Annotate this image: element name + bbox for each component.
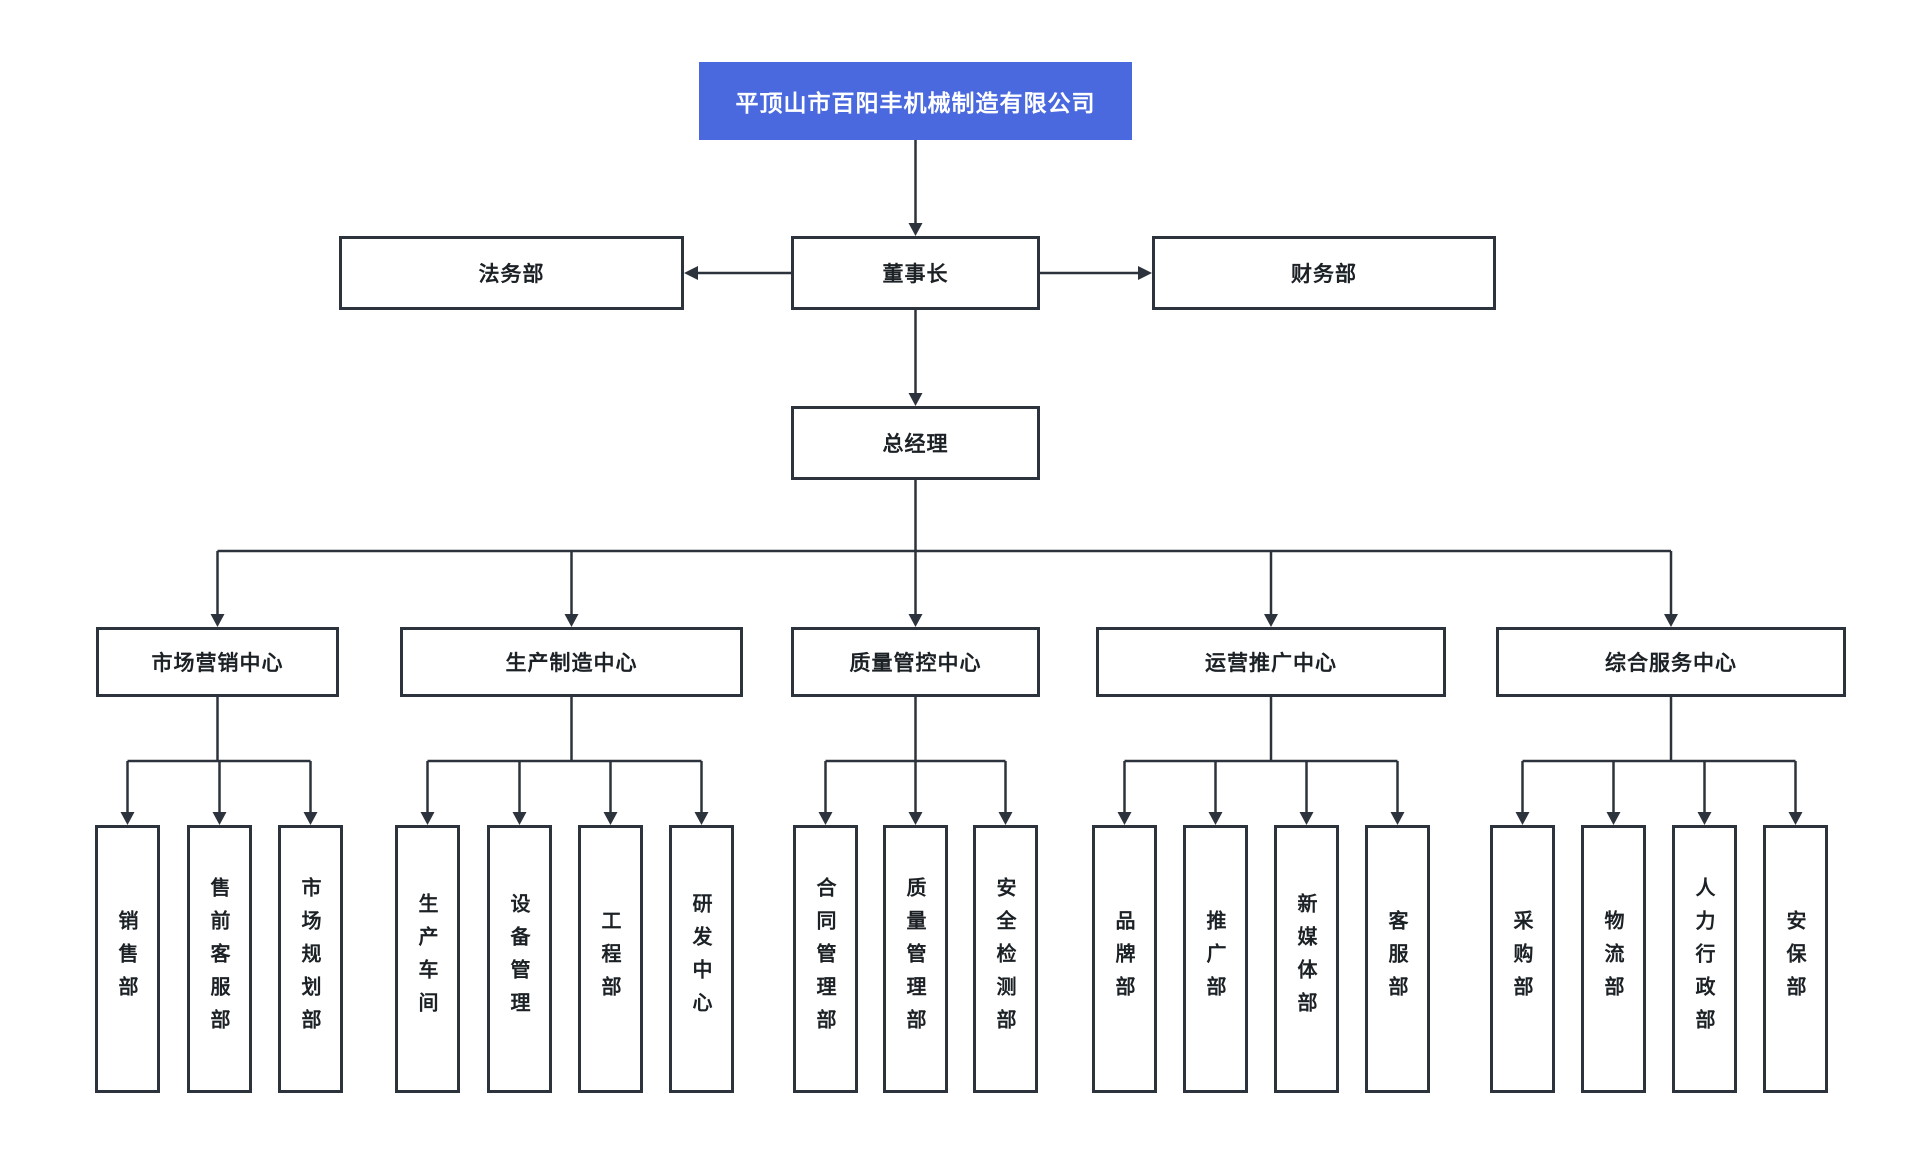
node-new-media-dept: 新媒体部 <box>1274 825 1339 1093</box>
connector-production-departments <box>420 697 709 825</box>
node-chairman: 董事长 <box>791 236 1040 310</box>
node-services-center: 综合服务中心 <box>1496 627 1846 697</box>
node-brand-dept: 品牌部 <box>1092 825 1157 1093</box>
node-quality-center: 质量管控中心 <box>791 627 1040 697</box>
node-marketing-center: 市场营销中心 <box>96 627 339 697</box>
connector-gm-centers <box>210 480 1678 627</box>
node-production-center: 生产制造中心 <box>400 627 743 697</box>
connector-quality-departments <box>818 697 1013 825</box>
connector-chairman-general-manager <box>908 310 923 406</box>
node-rd-center: 研发中心 <box>669 825 734 1093</box>
node-procurement-dept: 采购部 <box>1490 825 1555 1093</box>
node-general-manager: 总经理 <box>791 406 1040 480</box>
node-customer-service-dept: 客服部 <box>1365 825 1430 1093</box>
node-company-title: 平顶山市百阳丰机械制造有限公司 <box>699 62 1132 140</box>
connector-chairman-finance <box>1040 266 1152 280</box>
node-operations-center: 运营推广中心 <box>1096 627 1446 697</box>
node-logistics-dept: 物流部 <box>1581 825 1646 1093</box>
node-promotion-dept: 推广部 <box>1183 825 1248 1093</box>
node-sales-dept: 销售部 <box>95 825 160 1093</box>
connector-title-chairman <box>908 140 923 236</box>
node-quality-management-dept: 质量管理部 <box>883 825 948 1093</box>
node-presales-service-dept: 售前客服部 <box>187 825 252 1093</box>
node-engineering-dept: 工程部 <box>578 825 643 1093</box>
connector-services-departments <box>1515 697 1803 825</box>
node-market-planning-dept: 市场规划部 <box>278 825 343 1093</box>
node-hr-admin-dept: 人力行政部 <box>1672 825 1737 1093</box>
node-contract-management-dept: 合同管理部 <box>793 825 858 1093</box>
node-finance-dept: 财务部 <box>1152 236 1496 310</box>
connector-chairman-legal <box>684 266 791 280</box>
connector-operations-departments <box>1117 697 1405 825</box>
node-equipment-management: 设备管理 <box>487 825 552 1093</box>
connector-marketing-departments <box>120 697 318 825</box>
node-production-workshop: 生产车间 <box>395 825 460 1093</box>
node-security-dept: 安保部 <box>1763 825 1828 1093</box>
node-safety-inspection-dept: 安全检测部 <box>973 825 1038 1093</box>
node-legal-dept: 法务部 <box>339 236 684 310</box>
